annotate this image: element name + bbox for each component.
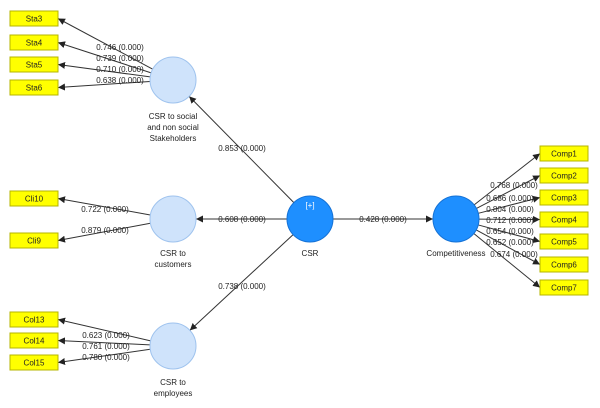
loading-social-3: 0.638 (0.000) [96, 76, 144, 85]
path-csr-to-social [188, 96, 295, 203]
label-csr-social-line-2: Stakeholders [150, 134, 197, 143]
label-csr: CSR [302, 249, 319, 258]
indicator-comp5-label: Comp5 [551, 238, 577, 247]
indicator-comp7[interactable]: Comp7 [539, 279, 589, 296]
indicator-col13-label: Col13 [24, 316, 45, 325]
construct-csr-customers[interactable] [149, 195, 197, 243]
loading-employees-2: 0.780 (0.000) [82, 353, 130, 362]
edge-social-sta4 [57, 41, 152, 74]
loading-customers-0: 0.722 (0.000) [81, 205, 129, 214]
loading-competitiveness-4: 0.654 (0.000) [486, 227, 534, 236]
indicator-comp2[interactable]: Comp2 [539, 167, 589, 184]
edge-customers-cli9 [57, 222, 151, 243]
edge-competitiveness-comp5 [478, 224, 541, 244]
loading-competitiveness-0: 0.768 (0.000) [490, 181, 538, 190]
construct-csr-social[interactable] [149, 56, 197, 104]
label-csr-customers-line-1: customers [155, 260, 192, 269]
indicator-col15[interactable]: Col15 [9, 354, 59, 371]
edge-competitiveness-comp6 [475, 229, 541, 265]
construct-competitiveness-circle [432, 195, 480, 243]
edge-employees-col14 [57, 337, 151, 346]
construct-csr-employees-circle [149, 322, 197, 370]
edge-customers-cli10 [57, 196, 151, 216]
loading-employees-1: 0.761 (0.000) [82, 342, 130, 351]
indicator-comp2-label: Comp2 [551, 172, 577, 181]
indicator-comp1-label: Comp1 [551, 150, 577, 159]
label-csr-social-line-0: CSR to social [149, 112, 198, 121]
edge-employees-col15 [57, 348, 151, 365]
label-csr-employees-line-0: CSR to [160, 378, 186, 387]
indicator-col14[interactable]: Col14 [9, 332, 59, 349]
edge-competitiveness-comp2 [476, 175, 541, 209]
path-coef-csr-customers: 0.608 (0.000) [218, 215, 266, 224]
loading-social-1: 0.739 (0.000) [96, 54, 144, 63]
edge-social-sta3 [57, 18, 153, 70]
loading-employees-0: 0.623 (0.000) [82, 331, 130, 340]
label-csr-employees-line-1: employees [154, 389, 193, 398]
path-coef-csr-social: 0.853 (0.000) [218, 144, 266, 153]
indicator-sta3[interactable]: Sta3 [9, 10, 59, 27]
construct-csr-customers-circle [149, 195, 197, 243]
loading-competitiveness-1: 0.686 (0.000) [486, 194, 534, 203]
labels-layer: 0.746 (0.000) 0.739 (0.000) 0.710 (0.000) 0… [81, 43, 538, 398]
construct-csr-circle [286, 195, 334, 243]
loading-competitiveness-5: 0.652 (0.000) [486, 238, 534, 247]
loading-competitiveness-2: 0.804 (0.000) [486, 205, 534, 214]
construct-competitiveness[interactable] [432, 195, 480, 243]
loading-social-2: 0.710 (0.000) [96, 65, 144, 74]
loading-competitiveness-3: 0.712 (0.000) [486, 216, 534, 225]
label-competitiveness: Competitiveness [426, 249, 485, 258]
edge-competitiveness-comp3 [478, 195, 541, 214]
loading-competitiveness-6: 0.674 (0.000) [490, 250, 538, 259]
indicator-comp4[interactable]: Comp4 [539, 211, 589, 228]
indicator-comp5[interactable]: Comp5 [539, 233, 589, 250]
indicator-cli10[interactable]: Cli10 [9, 190, 59, 207]
construct-csr-employees[interactable] [149, 322, 197, 370]
indicator-comp3-label: Comp3 [551, 194, 577, 203]
indicator-comp6-label: Comp6 [551, 261, 577, 270]
indicator-comp6[interactable]: Comp6 [539, 256, 589, 273]
label-csr-customers-line-0: CSR to [160, 249, 186, 258]
label-csr-social-line-1: and non social [147, 123, 199, 132]
indicator-comp7-label: Comp7 [551, 284, 577, 293]
indicator-comp3[interactable]: Comp3 [539, 189, 589, 206]
indicator-col15-label: Col15 [24, 359, 45, 368]
edge-competitiveness-comp1 [473, 153, 541, 206]
indicator-sta4[interactable]: Sta4 [9, 34, 59, 51]
edge-social-sta5 [57, 61, 151, 78]
indicator-cli9-label: Cli9 [27, 237, 41, 246]
indicator-cli9[interactable]: Cli9 [9, 232, 59, 249]
loading-social-0: 0.746 (0.000) [96, 43, 144, 52]
construct-csr[interactable]: [+] [286, 195, 334, 243]
indicator-sta6[interactable]: Sta6 [9, 79, 59, 96]
indicator-col13[interactable]: Col13 [9, 311, 59, 328]
indicator-sta3-label: Sta3 [26, 15, 43, 24]
nodes-layer: Sta3Sta4Sta5Sta6Cli10Cli9Col13Col14Col15… [9, 10, 589, 371]
indicator-comp4-label: Comp4 [551, 216, 577, 225]
indicator-comp1[interactable]: Comp1 [539, 145, 589, 162]
indicator-sta4-label: Sta4 [26, 39, 43, 48]
path-csr-to-employees [189, 234, 294, 331]
edge-employees-col13 [57, 317, 151, 342]
indicator-cli10-label: Cli10 [25, 195, 44, 204]
edge-social-sta6 [57, 80, 151, 91]
path-coef-csr-employees: 0.738 (0.000) [218, 282, 266, 291]
edge-competitiveness-comp7 [473, 233, 541, 288]
path-coef-csr-competitiveness: 0.428 (0.000) [359, 215, 407, 224]
edges-layer [57, 18, 541, 365]
construct-csr-social-circle [149, 56, 197, 104]
indicator-col14-label: Col14 [24, 337, 45, 346]
loading-customers-1: 0.879 (0.000) [81, 226, 129, 235]
indicator-sta6-label: Sta6 [26, 84, 43, 93]
indicator-sta5[interactable]: Sta5 [9, 56, 59, 73]
expand-badge: [+] [305, 201, 314, 210]
indicator-sta5-label: Sta5 [26, 61, 43, 70]
